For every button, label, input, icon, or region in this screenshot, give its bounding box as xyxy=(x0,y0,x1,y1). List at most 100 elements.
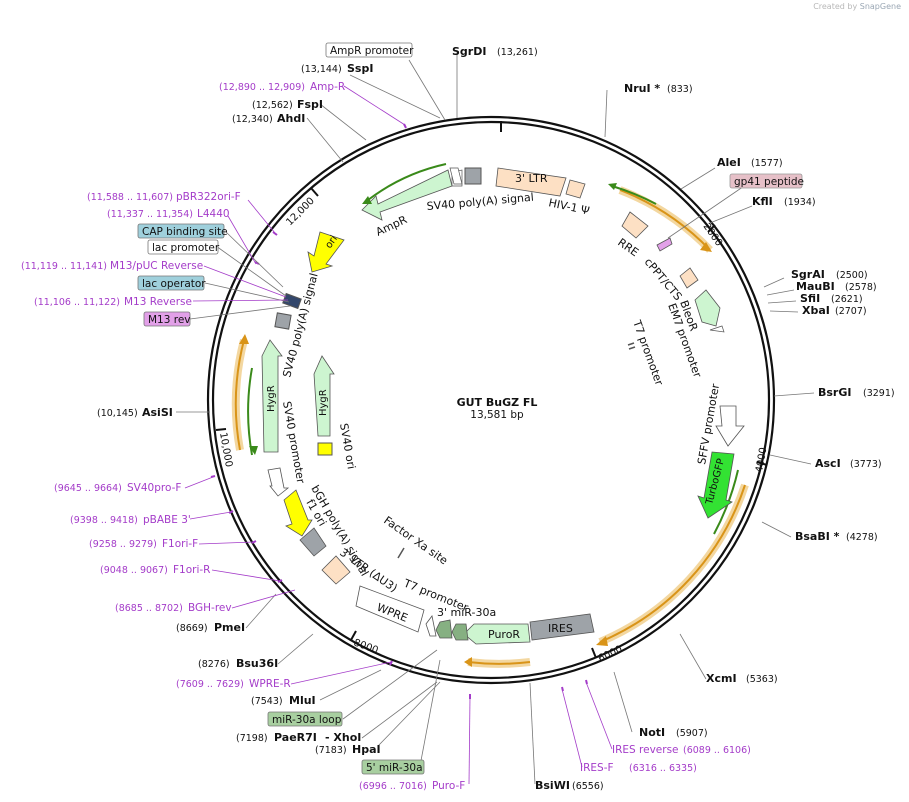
hiv-psi-label: HIV-1 Ψ xyxy=(547,196,591,217)
label-lac-promoter: lac promoter xyxy=(147,239,220,255)
orf-arc-left xyxy=(231,334,258,456)
enzyme-xcmi-pos: (5363) xyxy=(746,674,778,685)
factor-xa-label: Factor Xa site xyxy=(381,514,450,568)
enzyme-fspi: FspI xyxy=(297,98,323,111)
sv40-polya-box-left xyxy=(274,292,302,330)
label-mir-30a-loop: miR-30a loop xyxy=(267,711,343,727)
backbone xyxy=(206,115,776,685)
enzyme-kfli: KflI xyxy=(752,195,773,208)
hygr-arrow-left xyxy=(261,339,283,453)
enzyme-sgrdi-pos: (13,261) xyxy=(497,47,538,58)
primer-bgh-rev-pos: (8685 .. 8702) xyxy=(115,603,183,614)
enzyme-pmei-pos: (8669) xyxy=(176,623,208,634)
primer-leaders xyxy=(184,85,613,785)
label-ampr-promoter: AmpR promoter xyxy=(325,42,414,58)
enzyme-xbai-pos: (2707) xyxy=(835,306,867,317)
created-by-credit: Created by SnapGene xyxy=(813,2,901,11)
wpre-feature xyxy=(355,585,425,633)
hygr-label-left: HygR xyxy=(266,385,277,412)
ltr-3-du3-feature xyxy=(321,555,351,585)
enzyme-sgrai: SgrAI xyxy=(791,268,825,281)
snapgene-logo: SnapGene xyxy=(859,2,901,11)
primer-bgh-rev: BGH-rev xyxy=(188,602,232,614)
primer-pbr322ori-f: pBR322ori-F xyxy=(176,191,241,203)
enzyme-asci: AscI xyxy=(815,457,841,470)
enzyme-mlui-pos: (7543) xyxy=(251,696,283,707)
bleor-arrow xyxy=(694,289,725,333)
ires-label: IRES xyxy=(548,622,573,635)
t7-promoter-label-top: T7 promoter xyxy=(630,318,666,388)
plasmid-length: 13,581 bp xyxy=(470,409,524,421)
puror-label: PuroR xyxy=(488,628,520,641)
enzyme-sgrai-pos: (2500) xyxy=(836,270,868,281)
enzyme-xbai: XbaI xyxy=(802,304,830,317)
primer-ires-f: IRES-F xyxy=(580,762,614,774)
enzyme-paer7i-pos: (7198) xyxy=(236,733,268,744)
sv40-promoter-arrow-left xyxy=(267,467,290,497)
enzyme-asci-pos: (3773) xyxy=(850,459,882,470)
enzyme-bsrgi-pos: (3291) xyxy=(863,388,895,399)
enzyme-leaders xyxy=(176,50,815,785)
ltr-3-label: 3' LTR xyxy=(515,172,548,185)
primer-pbr322ori-f-pos: (11,588 .. 11,607) xyxy=(87,192,173,203)
rre-feature xyxy=(621,211,649,239)
label-m13-rev: M13 rev xyxy=(143,311,191,327)
primer-f1ori-r: F1ori-R xyxy=(173,564,210,576)
enzyme-asisi: AsiSI xyxy=(142,406,173,419)
svg-text:M13 rev: M13 rev xyxy=(148,314,191,326)
enzyme-bsabi-pos: (4278) xyxy=(846,532,878,543)
ltr-3-feature xyxy=(495,167,567,197)
primer-sv40pro-f: SV40pro-F xyxy=(127,482,181,494)
primer-amp-r: Amp-R xyxy=(310,81,345,93)
enzyme-sfii-pos: (2621) xyxy=(831,294,863,305)
enzyme-pmei: PmeI xyxy=(214,621,245,634)
label-5-mir-30a: 5' miR-30a xyxy=(361,759,425,775)
enzyme-mlui: MluI xyxy=(289,694,316,707)
cppt-feature xyxy=(679,267,699,289)
cppt-label: cPPT/CTS xyxy=(642,256,685,304)
enzyme-fspi-pos: (12,562) xyxy=(252,100,293,111)
sffv-promoter-arrow xyxy=(715,405,745,447)
tick-marks xyxy=(215,121,768,659)
svg-text:miR-30a loop: miR-30a loop xyxy=(272,714,342,726)
enzyme-sfii: SfiI xyxy=(800,292,820,305)
enzyme-kfli-pos: (1934) xyxy=(784,197,816,208)
enzyme-maubi: MauBI xyxy=(796,280,835,293)
plasmid-name: GUT BuGZ FL xyxy=(457,396,538,409)
enzyme-alei-pos: (1577) xyxy=(751,158,783,169)
primer-l4440: L4440 xyxy=(197,208,230,220)
hygr-arrow-inner xyxy=(313,355,335,437)
svg-text:gp41 peptide: gp41 peptide xyxy=(734,176,804,188)
ires-feature xyxy=(529,613,595,641)
enzyme-asisi-pos: (10,145) xyxy=(97,408,138,419)
enzyme-maubi-pos: (2578) xyxy=(845,282,877,293)
svg-text:lac operator: lac operator xyxy=(142,278,206,290)
enzyme-sspi-pos: (13,144) xyxy=(301,64,342,75)
primer-m13puc-rev: M13/pUC Reverse xyxy=(110,260,203,272)
enzyme-bsiwi: BsiWI xyxy=(535,779,570,792)
hygr-label-inner: HygR xyxy=(318,389,329,416)
enzyme-xhoi: - XhoI xyxy=(325,731,361,744)
enzyme-hpai: HpaI xyxy=(352,743,381,756)
mir-30a-3-label: 3' miR-30a xyxy=(437,606,496,619)
orf-arc-right xyxy=(464,183,749,668)
primer-puro-f-pos: (6996 .. 7016) xyxy=(359,781,427,792)
primer-ires-reverse: IRES reverse xyxy=(612,744,679,756)
bgh-polya-feature xyxy=(299,527,327,557)
sv40-ori-label: SV40 ori xyxy=(337,422,358,470)
tick-label-6000: 6000 xyxy=(597,644,625,665)
enzyme-alei: AleI xyxy=(717,156,741,169)
enzyme-nrui-pos: (833) xyxy=(667,84,693,95)
enzyme-nrui: NruI * xyxy=(624,82,660,95)
primer-pbabe3: pBABE 3' xyxy=(143,514,191,526)
enzyme-bsu36i: Bsu36I xyxy=(236,657,278,670)
enzyme-ahdi-pos: (12,340) xyxy=(232,114,273,125)
sv40-promoter-label-left: SV40 promoter xyxy=(280,400,307,485)
enzyme-hpai-pos: (7183) xyxy=(315,745,347,756)
svg-text:AmpR promoter: AmpR promoter xyxy=(330,45,414,57)
primer-sv40pro-f-pos: (9645 .. 9664) xyxy=(54,483,122,494)
puror-arrow xyxy=(463,623,531,645)
primer-m13puc-rev-pos: (11,119 .. 11,141) xyxy=(21,261,107,272)
enzyme-sspi: SspI xyxy=(347,62,373,75)
